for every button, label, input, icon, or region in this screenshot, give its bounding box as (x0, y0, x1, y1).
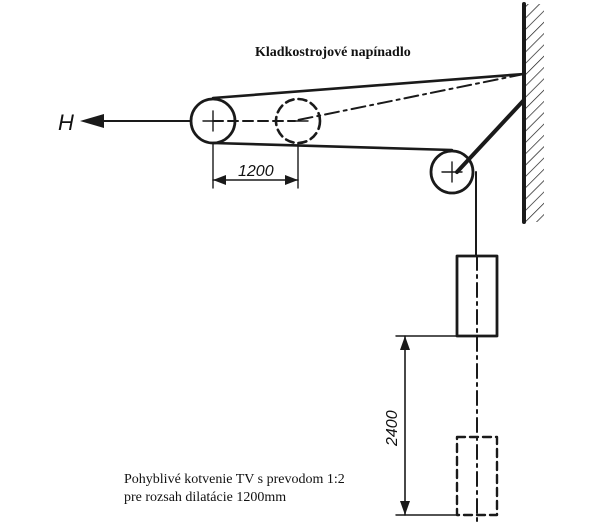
fixed-pulley (429, 149, 475, 195)
diagram-title: Kladkostrojové napínadlo (255, 45, 411, 60)
caption-line-2: pre rozsah dilatácie 1200mm (124, 490, 286, 505)
dimension-2400 (395, 335, 458, 516)
dimension-label-1200: 1200 (238, 163, 274, 180)
centerline-upper (297, 73, 525, 121)
force-arrow-h (80, 114, 191, 128)
support-strut (455, 98, 526, 174)
counterweight-lower (455, 435, 499, 517)
counterweight-upper (455, 254, 499, 338)
force-label-h: H (58, 110, 74, 135)
caption-line-1: Pohyblivé kotvenie TV s prevodom 1:2 (124, 472, 345, 487)
wall (522, 2, 544, 224)
dimension-1200 (212, 142, 299, 189)
dimension-label-2400: 2400 (384, 410, 401, 447)
lower-rope (211, 141, 454, 152)
upper-rope (211, 72, 526, 100)
